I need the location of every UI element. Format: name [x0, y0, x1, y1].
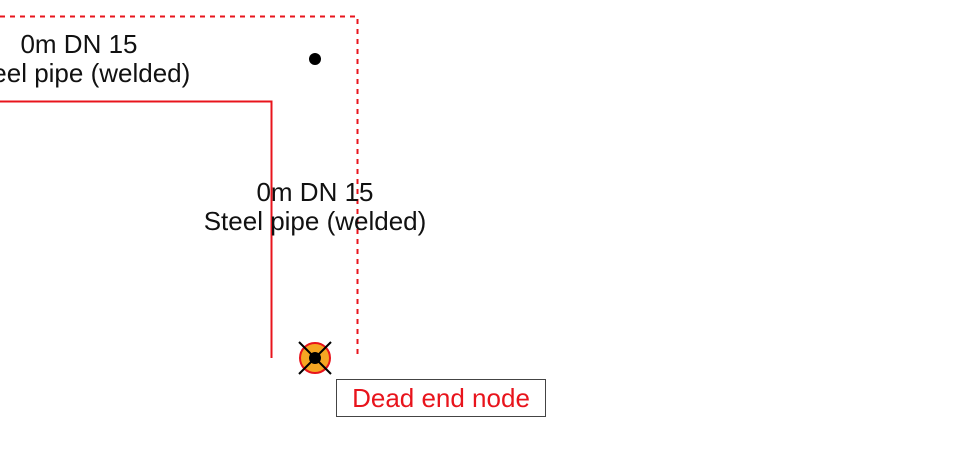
pipe-label-2-length: 0m DN 15: [256, 177, 374, 207]
pipe-node[interactable]: [309, 53, 321, 65]
pipe-label-1-material: Steel pipe (welded): [0, 58, 191, 88]
cross-icon-stroke-2: [298, 341, 332, 375]
pipe-label-2-material: Steel pipe (welded): [203, 206, 427, 236]
supply-pipe-line[interactable]: [0, 100, 273, 359]
pipe-label-2: 0m DN 15 Steel pipe (welded): [86, 178, 544, 236]
dead-end-warning-tooltip: Dead end node: [336, 379, 546, 417]
pipe-label-1-length: 0m DN 15: [20, 29, 138, 59]
dead-end-node-marker[interactable]: [298, 341, 332, 375]
dead-end-warning-text: Dead end node: [352, 383, 530, 413]
pipe-label-1: 0m DN 15 Steel pipe (welded): [0, 30, 308, 88]
